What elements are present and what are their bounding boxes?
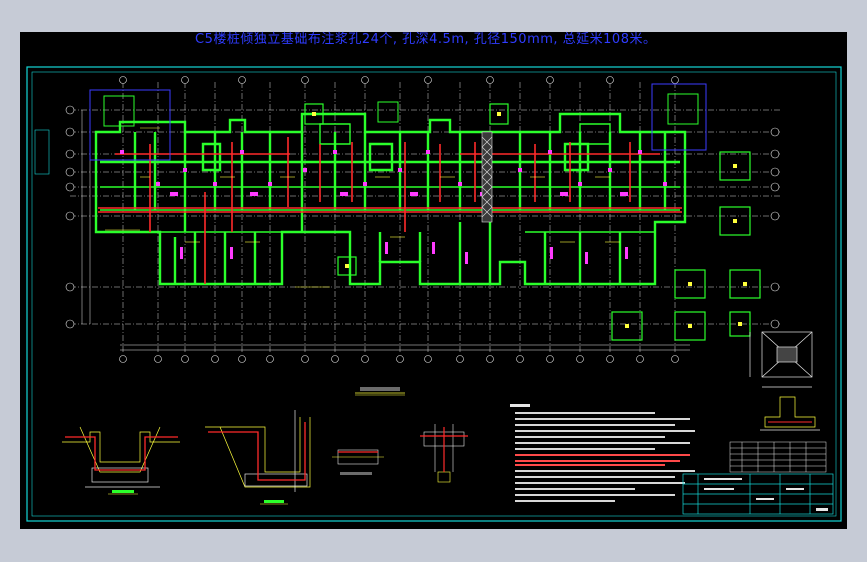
binding-margin-block [34,129,50,175]
plan-annotations [105,127,620,288]
cad-canvas: C5楼桩倾独立基础布注浆孔24个, 孔深4.5m, 孔径150mm, 总延米10… [20,32,847,529]
isolated-footing-piles [312,112,747,328]
section-detail-2-rebar [208,422,306,481]
general-notes-block [510,404,695,502]
section-detail-2 [205,410,311,492]
isolated-footings [304,103,761,341]
blue-detail-boxes [89,83,707,161]
section-detail-1-label [108,490,138,495]
foundation-beams [98,137,682,284]
drawing-note-title: C5楼桩倾独立基础布注浆孔24个, 孔深4.5m, 孔径150mm, 总延米10… [195,32,657,47]
section-detail-4-rebar [420,427,468,472]
grid-axis-bubbles [65,76,780,363]
section-detail-2-label [260,500,288,505]
pile-cap-detail [749,331,813,388]
dimension-lines [81,110,690,351]
plan-title [355,387,405,396]
section-detail-1 [62,426,180,488]
section-detail-3 [332,449,384,475]
title-block-fills [704,478,828,511]
drawing-border-inner [31,71,837,517]
horizontal-grid-lines [70,109,780,325]
section-detail-1-rebar [65,436,178,471]
foundation-plan-drawing [26,66,842,522]
schedule-table [729,441,827,473]
stair-hatch [481,131,493,223]
drawing-border-outer [26,66,842,522]
columns [120,150,667,264]
pile-cap-section [760,396,820,431]
foundation-walls [94,112,687,286]
title-block [682,473,834,515]
